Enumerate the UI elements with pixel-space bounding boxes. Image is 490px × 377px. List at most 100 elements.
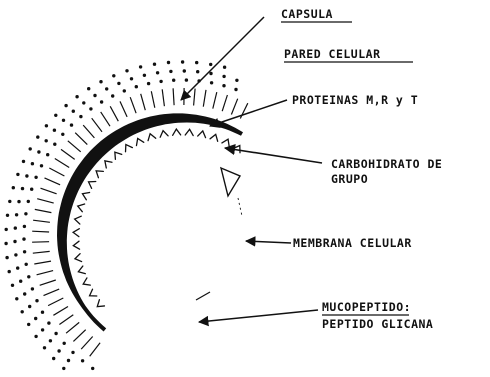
capsula-dot-mark	[195, 61, 198, 64]
capsula-dot-mark	[234, 88, 237, 91]
proteina-chevron-mark	[198, 130, 207, 137]
capsula-dot-mark	[45, 124, 48, 127]
label-membrana-celular: MEMBRANA CELULAR	[293, 236, 412, 250]
capsula-dot-mark	[35, 299, 38, 302]
capsula-dot-mark	[123, 89, 126, 92]
capsula-dot-mark	[185, 78, 188, 81]
capsula-dot-mark	[62, 342, 65, 345]
proteina-chevron-mark	[81, 278, 90, 288]
capsula-dot-mark	[159, 80, 162, 83]
capsula-dot-mark	[34, 176, 37, 179]
capsula-dot-mark	[105, 87, 108, 90]
pared-hatch-mark	[37, 271, 54, 275]
capsula-dot-mark	[135, 85, 138, 88]
pared-hatch-mark	[55, 159, 69, 168]
proteina-chevron-mark	[86, 178, 95, 188]
capsula-dot-mark	[130, 77, 133, 80]
capsula-dot-mark	[30, 188, 33, 191]
pared-hatch-mark	[33, 251, 50, 253]
capsula-dot-mark	[54, 332, 57, 335]
capsula-dot-mark	[82, 101, 85, 104]
mucopeptido-pointer-arrow	[199, 310, 318, 322]
capsula-dot-mark	[23, 250, 26, 253]
pared-hatch-mark	[110, 106, 118, 121]
label-pared-celular: PARED CELULAR	[284, 47, 381, 61]
label-peptido-glicana: PEPTIDO GLICANA	[322, 317, 433, 331]
pared-hatch-mark	[92, 118, 102, 132]
pared-hatch-mark	[141, 94, 146, 110]
capsula-dot-mark	[31, 287, 34, 290]
membrana-dark-band	[57, 113, 243, 331]
pared-hatch-mark	[231, 99, 237, 115]
pared-hatch-mark	[37, 199, 54, 203]
membrana-faint-tail	[238, 198, 242, 216]
capsula-dot-mark	[22, 160, 25, 163]
pared-hatch-mark	[194, 89, 196, 106]
proteina-chevron-mark	[134, 137, 144, 146]
pared-hatch-mark	[240, 103, 248, 118]
capsula-dot-mark	[40, 164, 43, 167]
capsula-dot-mark	[25, 174, 28, 177]
capsula-dot-mark	[125, 69, 128, 72]
pared-hatch-mark	[68, 141, 81, 152]
capsula-dot-mark	[111, 94, 114, 97]
capsula-dot-mark	[47, 321, 50, 324]
capsula-dot-mark	[139, 65, 142, 68]
proteina-chevron-mark	[159, 130, 168, 137]
pared-hatch-mark	[35, 209, 52, 212]
proteina-chevron-mark	[81, 190, 90, 200]
capsula-dot-mark	[17, 200, 20, 203]
capsula-dot-mark	[15, 297, 18, 300]
capsula-dot-mark	[11, 284, 14, 287]
pared-hatch-mark	[162, 89, 164, 106]
pared-hatch-mark	[83, 125, 94, 138]
capsula-dot-mark	[24, 212, 27, 215]
pared-hatch-mark	[173, 88, 174, 105]
capsula-dot-mark	[112, 74, 115, 77]
membrana-pointer-arrow	[246, 241, 291, 243]
proteina-chevron-mark	[102, 158, 112, 168]
capsula-dot-mark	[61, 133, 64, 136]
capsula-dot-mark	[156, 71, 159, 74]
capsula-dot-mark	[41, 311, 44, 314]
proteina-chevron-mark	[73, 228, 79, 236]
capsula-dot-mark	[12, 186, 15, 189]
pared-hatch-mark	[45, 178, 61, 185]
wall-bottom-end-line	[196, 292, 210, 300]
capsula-dot-mark	[8, 200, 11, 203]
pared-hatch-mark	[120, 101, 127, 117]
proteina-chevron-mark	[77, 202, 85, 211]
capsula-dot-mark	[43, 346, 46, 349]
proteina-chevron-mark	[146, 133, 155, 141]
capsula-dot-mark	[4, 242, 7, 245]
label-mucopeptido: MUCOPEPTIDO:	[322, 300, 411, 314]
capsula-dot-mark	[27, 275, 30, 278]
capsula-dot-mark	[75, 95, 78, 98]
capsula-dot-mark	[100, 100, 103, 103]
capsula-dot-mark	[70, 123, 73, 126]
pared-hatch-mark	[130, 97, 136, 113]
capsula-dot-mark	[64, 104, 67, 107]
pared-hatch-mark	[40, 280, 56, 285]
capsula-dot-mark	[6, 214, 9, 217]
proteina-chevron-mark	[185, 129, 193, 136]
pared-hatch-mark	[49, 168, 64, 176]
capsula-dot-mark	[41, 328, 44, 331]
pared-hatch-mark	[101, 112, 110, 126]
capsula-dot-mark	[16, 173, 19, 176]
wall-end-triangle	[221, 168, 240, 196]
proteinas-pointer-arrow	[210, 100, 287, 126]
capsula-dot-mark	[209, 72, 212, 75]
pared-hatch-mark	[61, 149, 75, 159]
capsula-dot-mark	[22, 237, 25, 240]
capsula-dot-mark	[37, 150, 40, 153]
capsula-dot-mark	[222, 84, 225, 87]
capsula-dot-mark	[87, 87, 90, 90]
capsula-dot-mark	[167, 61, 170, 64]
capsula-dot-mark	[172, 79, 175, 82]
capsula-dot-mark	[29, 147, 32, 150]
capsula-dot-mark	[34, 335, 37, 338]
capsula-dot-mark	[210, 81, 213, 84]
pared-hatch-mark	[213, 92, 217, 109]
pared-hatch-mark	[44, 289, 60, 296]
